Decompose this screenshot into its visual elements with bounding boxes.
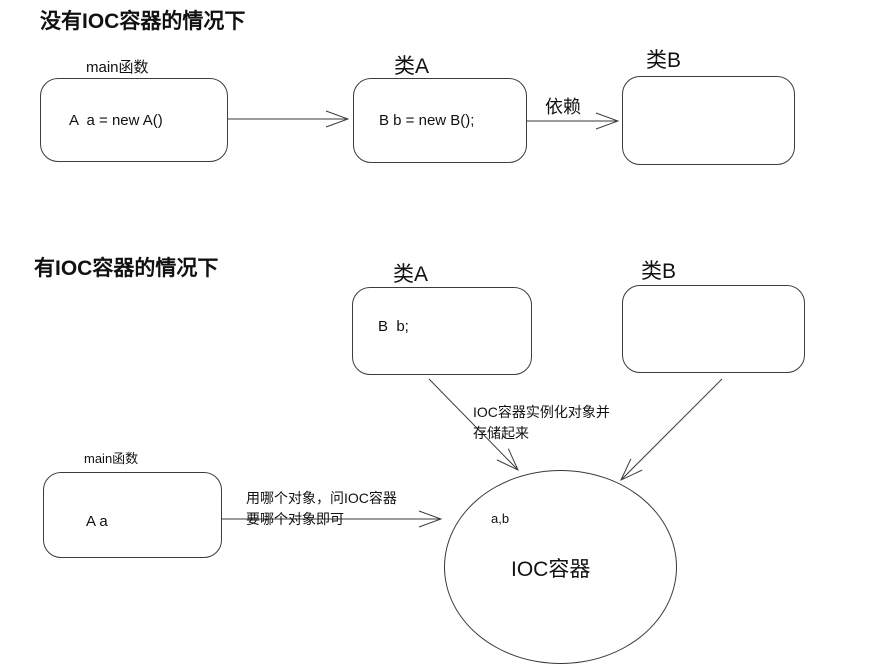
- section-title-without-ioc: 没有IOC容器的情况下: [40, 10, 246, 33]
- class-b-label-2: 类B: [641, 260, 677, 283]
- class-b-node-2: [622, 285, 805, 373]
- note-ask-line1: 用哪个对象，问IOC容器: [246, 490, 397, 506]
- main-function-code-1: A a = new A(): [69, 111, 163, 129]
- arrow-class-b-to-ioc: [621, 378, 723, 480]
- note-ask: 用哪个对象，问IOC容器 要哪个对象即可: [246, 488, 397, 530]
- main-function-node-2: A a: [43, 472, 222, 558]
- main-function-label-2: main函数: [84, 451, 139, 466]
- class-b-node-1: [622, 76, 795, 165]
- main-function-code-2: A a: [86, 513, 108, 530]
- class-a-node-2: B b;: [352, 287, 532, 375]
- class-a-code-1: B b = new B();: [379, 112, 475, 129]
- note-instantiate: IOC容器实例化对象并 存储起来: [473, 402, 610, 444]
- note-instantiate-line2: 存储起来: [473, 425, 529, 441]
- section-title-with-ioc: 有IOC容器的情况下: [34, 257, 219, 280]
- main-function-label-1: main函数: [86, 59, 149, 76]
- ioc-container-contents: a,b: [491, 511, 510, 526]
- main-function-node-1: A a = new A(): [40, 78, 228, 162]
- class-a-label-2: 类A: [393, 263, 429, 286]
- class-a-node-1: B b = new B();: [353, 78, 527, 163]
- note-instantiate-line1: IOC容器实例化对象并: [473, 404, 610, 420]
- note-ask-line2: 要哪个对象即可: [246, 511, 344, 527]
- class-b-label-1: 类B: [646, 49, 682, 72]
- class-a-label-1: 类A: [394, 55, 430, 78]
- dependency-label: 依赖: [545, 97, 581, 117]
- arrow-class-a-to-ioc: [428, 378, 518, 470]
- class-a-code-2: B b;: [378, 318, 409, 335]
- ioc-container-ellipse: [444, 470, 677, 664]
- ioc-container-label: IOC容器: [511, 558, 591, 581]
